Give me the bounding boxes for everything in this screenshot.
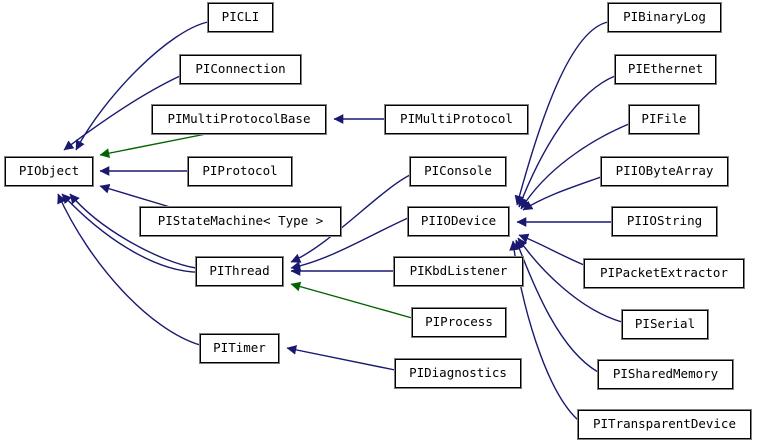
class-node-label: PIConsole bbox=[424, 163, 492, 179]
class-node-label: PIEthernet bbox=[627, 61, 704, 77]
class-node-label: PIPacketExtractor bbox=[600, 265, 728, 281]
inheritance-edge-piconnection-to-piobject bbox=[63, 75, 181, 151]
class-node-label: PIObject bbox=[18, 163, 80, 179]
class-node-pistatemachine[interactable]: PIStateMachine< Type > bbox=[139, 206, 342, 237]
inheritance-edge-piethernet-to-piiodevice bbox=[517, 75, 616, 208]
class-node-piiostring[interactable]: PIIOString bbox=[611, 206, 718, 237]
class-node-pibinarylog[interactable]: PIBinaryLog bbox=[607, 2, 722, 33]
inheritance-edge-piiobytearray-to-piiodevice bbox=[522, 176, 602, 211]
class-node-pisharedmemory[interactable]: PISharedMemory bbox=[597, 359, 734, 390]
class-node-piobject[interactable]: PIObject bbox=[4, 156, 94, 187]
class-node-label: PISharedMemory bbox=[612, 366, 719, 382]
inheritance-edge-pithread2-to-piobject bbox=[61, 193, 206, 273]
class-node-label: PIIOString bbox=[626, 213, 703, 229]
class-node-piprocess[interactable]: PIProcess bbox=[411, 307, 507, 338]
class-node-label: PIIODevice bbox=[420, 213, 497, 229]
class-node-pimultiprotocol[interactable]: PIMultiProtocol bbox=[384, 104, 529, 135]
inheritance-edge-pifile-to-piiodevice bbox=[520, 123, 630, 210]
class-node-label: PIBinaryLog bbox=[623, 9, 706, 25]
class-node-label: PIMultiProtocol bbox=[400, 111, 513, 127]
class-node-pitimer[interactable]: PITimer bbox=[199, 333, 280, 364]
class-node-piiobytearray[interactable]: PIIOByteArray bbox=[600, 156, 729, 187]
class-node-label: PIKbdListener bbox=[409, 263, 508, 279]
class-node-label: PIThread bbox=[209, 263, 270, 279]
class-node-piethernet[interactable]: PIEthernet bbox=[614, 54, 717, 85]
class-node-picli[interactable]: PICLI bbox=[207, 2, 274, 33]
class-node-label: PIFile bbox=[641, 111, 687, 127]
class-node-piconsole[interactable]: PIConsole bbox=[409, 156, 507, 187]
class-node-piiodevice[interactable]: PIIODevice bbox=[407, 206, 510, 237]
class-node-pipacketextractor[interactable]: PIPacketExtractor bbox=[583, 258, 745, 289]
class-node-pimultiprotocolbase[interactable]: PIMultiProtocolBase bbox=[151, 104, 327, 135]
class-node-pikbdlistener[interactable]: PIKbdListener bbox=[393, 256, 524, 287]
inheritance-edge-picli-to-piobject bbox=[75, 21, 209, 151]
inheritance-edge-piprocess-to-pithread bbox=[290, 281, 413, 319]
inheritance-edge-pitimer-to-piobject bbox=[57, 193, 201, 346]
class-node-label: PISerial bbox=[634, 316, 696, 332]
class-node-label: PIStateMachine< Type > bbox=[157, 213, 324, 229]
class-node-piserial[interactable]: PISerial bbox=[621, 309, 709, 340]
class-node-label: PICLI bbox=[221, 9, 260, 25]
class-node-label: PIIOByteArray bbox=[615, 163, 714, 179]
class-node-pithread[interactable]: PIThread bbox=[195, 256, 284, 287]
class-node-pidiagnostics[interactable]: PIDiagnostics bbox=[394, 358, 522, 389]
class-node-label: PIProtocol bbox=[202, 163, 278, 179]
inheritance-edge-pimultiprotocolbase-to-piobject bbox=[99, 133, 207, 158]
class-node-piconnection[interactable]: PIConnection bbox=[179, 54, 302, 85]
inheritance-edge-pistatemachine-to-piobject bbox=[99, 183, 171, 208]
class-node-label: PIProcess bbox=[425, 314, 493, 330]
class-node-label: PIMultiProtocolBase bbox=[167, 111, 311, 127]
class-node-pitransparentdevice[interactable]: PITransparentDevice bbox=[577, 409, 752, 440]
inheritance-edge-pibinarylog-to-piiodevice bbox=[514, 21, 609, 206]
class-node-pifile[interactable]: PIFile bbox=[628, 104, 700, 135]
class-node-label: PIDiagnostics bbox=[409, 365, 507, 381]
class-node-piprotocol[interactable]: PIProtocol bbox=[187, 156, 293, 187]
inheritance-edge-pipacketextractor-to-piiodevice bbox=[518, 233, 585, 266]
inheritance-edge-piconsole-to-pithread bbox=[290, 174, 411, 263]
class-node-label: PIConnection bbox=[195, 61, 286, 77]
class-node-label: PITransparentDevice bbox=[593, 416, 736, 432]
class-node-label: PITimer bbox=[213, 340, 266, 356]
inheritance-edge-pidiagnostics-to-pitimer bbox=[286, 345, 396, 371]
inheritance-edge-pithread-to-piobject bbox=[69, 193, 197, 269]
inheritance-edge-piserial-to-piiodevice bbox=[517, 237, 623, 323]
inheritance-edge-piiodevice-to-pithread bbox=[290, 217, 409, 271]
